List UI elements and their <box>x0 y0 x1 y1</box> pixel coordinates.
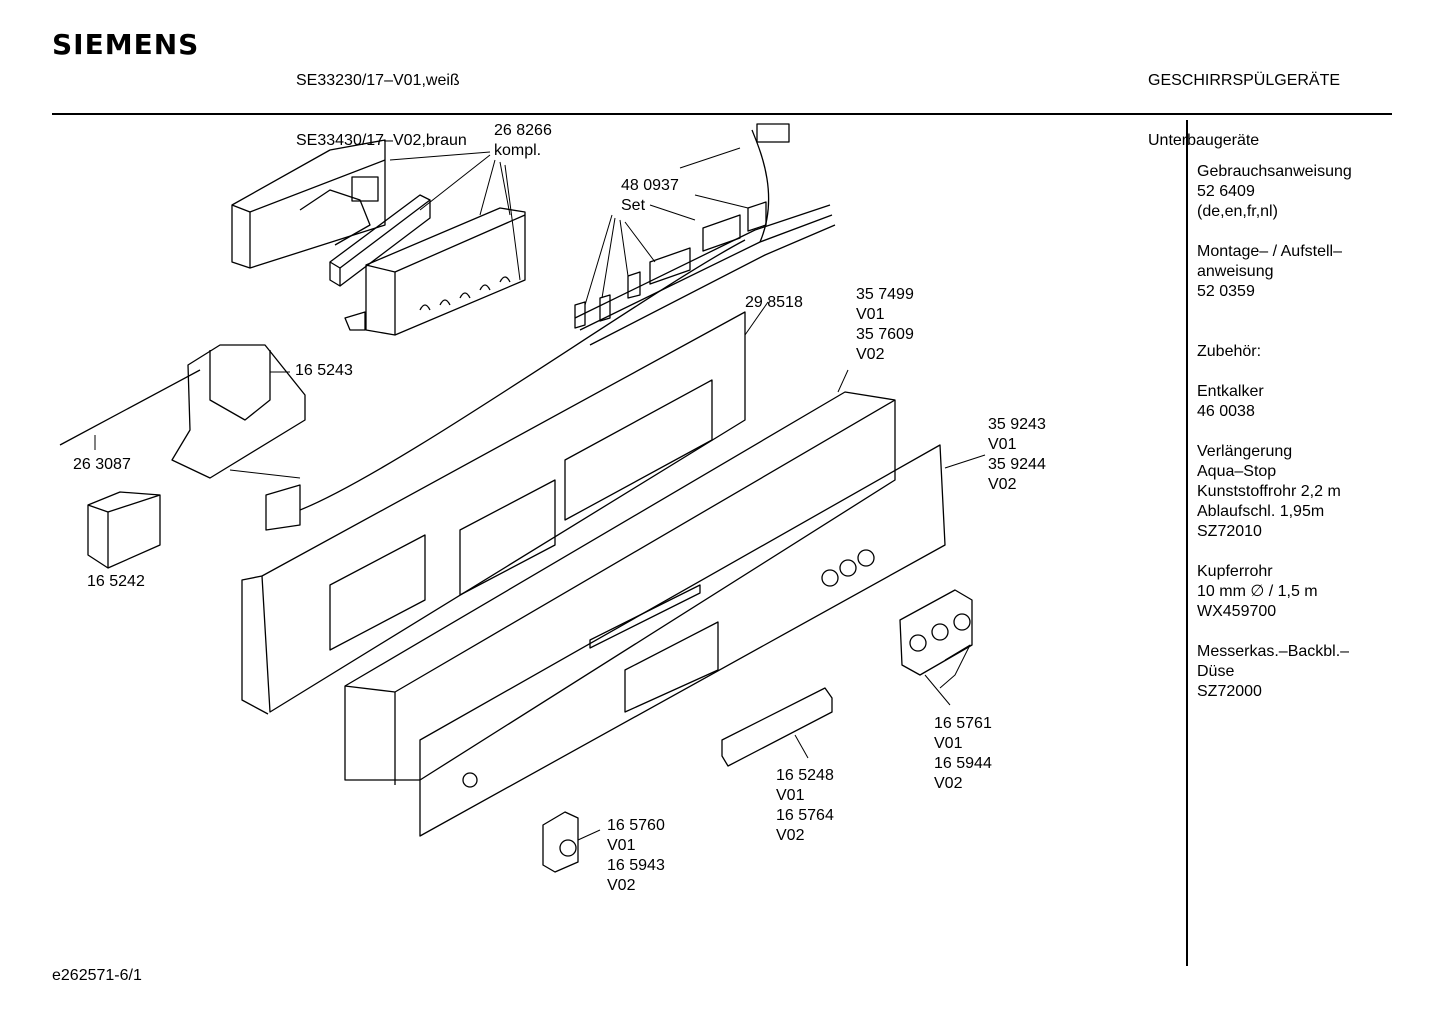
sidebar-line: anweisung <box>1197 263 1274 280</box>
sidebar-block: Zubehör: <box>1197 342 1352 362</box>
sidebar-line: Entkalker <box>1197 383 1264 400</box>
sidebar-line: Kupferrohr <box>1197 563 1273 580</box>
header-divider <box>52 113 1392 115</box>
brand-logo: SIEMENS <box>52 28 200 61</box>
sidebar-line: (de,en,fr,nl) <box>1197 203 1278 220</box>
sidebar-block: Gebrauchsanweisung 52 6409 (de,en,fr,nl) <box>1197 162 1352 222</box>
button-block-drawing <box>899 589 973 676</box>
part-label: 26 3087 <box>73 456 131 473</box>
sidebar-line: 46 0038 <box>1197 403 1255 420</box>
strip-drawing <box>721 687 833 767</box>
front-panel-drawing <box>344 391 896 785</box>
sidebar-block: Verlängerung Aqua–Stop Kunststoffrohr 2,… <box>1197 442 1352 542</box>
sidebar-line: Kunststoffrohr 2,2 m <box>1197 483 1341 500</box>
sidebar-line: Ablaufschl. 1,95m <box>1197 503 1325 520</box>
sidebar-divider <box>1186 120 1188 966</box>
category-line: Unterbaugeräte <box>1148 132 1260 149</box>
control-module-drawing <box>231 139 526 336</box>
sidebar-line: Gebrauchsanweisung <box>1197 163 1352 180</box>
sidebar-block: Montage– / Aufstell– anweisung 52 0359 <box>1197 242 1352 302</box>
part-label: 16 5243 <box>295 362 353 379</box>
category-title: GESCHIRRSPÜLGERÄTE Unterbaugeräte <box>1148 31 1340 171</box>
panel-frame-drawing <box>241 239 746 715</box>
accessories-sidebar: Gebrauchsanweisung 52 6409 (de,en,fr,nl)… <box>1197 162 1352 722</box>
sidebar-line: 52 0359 <box>1197 283 1255 300</box>
model-list: SE33230/17–V01,weiß SE33430/17–V02,braun <box>296 31 467 171</box>
document-id: e262571-6/1 <box>52 967 142 984</box>
bracket-drawing <box>59 344 306 479</box>
sidebar-line: Verlängerung <box>1197 443 1293 460</box>
model-line: SE33230/17–V01,weiß <box>296 72 460 89</box>
switch-drawing <box>87 491 161 569</box>
fascia-drawing <box>419 444 946 837</box>
wire-harness-drawing <box>574 123 836 346</box>
sidebar-line: Aqua–Stop <box>1197 463 1277 480</box>
knob-drawing <box>542 811 579 873</box>
sidebar-block: Messerkas.–Backbl.– Düse SZ72000 <box>1197 642 1352 702</box>
leader-lines <box>94 147 986 841</box>
sidebar-line: Zubehör: <box>1197 343 1262 360</box>
sidebar-line: WX459700 <box>1197 603 1277 620</box>
part-label: 16 5242 <box>87 573 145 590</box>
sidebar-line: 52 6409 <box>1197 183 1255 200</box>
sidebar-line: SZ72000 <box>1197 683 1262 700</box>
part-label: 29 8518 <box>745 294 803 311</box>
sidebar-block: Entkalker 46 0038 <box>1197 382 1352 422</box>
sidebar-line: Montage– / Aufstell– <box>1197 243 1342 260</box>
sidebar-line: Messerkas.–Backbl.– <box>1197 643 1350 660</box>
sidebar-line: Düse <box>1197 663 1235 680</box>
category-line: GESCHIRRSPÜLGERÄTE <box>1148 72 1341 89</box>
sidebar-block: Kupferrohr 10 mm ∅ / 1,5 m WX459700 <box>1197 562 1352 622</box>
sidebar-line: SZ72010 <box>1197 523 1262 540</box>
sidebar-line: 10 mm ∅ / 1,5 m <box>1197 583 1318 600</box>
